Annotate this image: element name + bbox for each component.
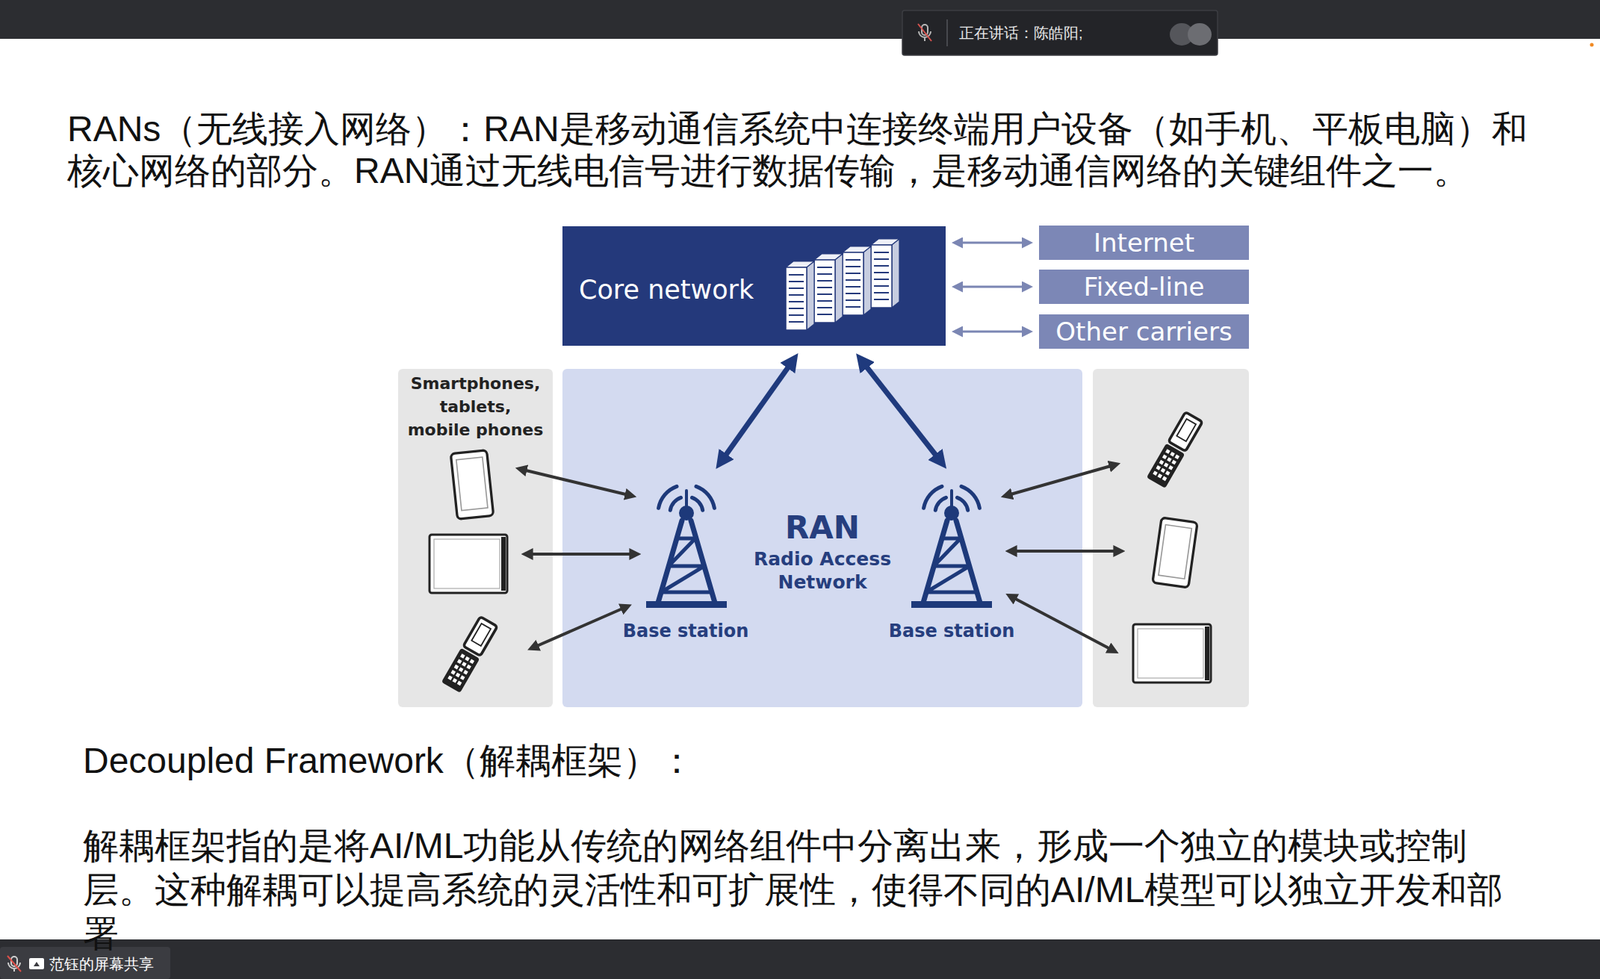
share-label-holder: 范钰的屏幕共享 xyxy=(49,955,154,974)
speaker-status: 正在讲话：陈皓阳; xyxy=(959,23,1084,42)
station-label: Base station xyxy=(888,619,1016,643)
network-box: Other carriers xyxy=(1039,314,1249,349)
speaker-status-holder: 正在讲话：陈皓阳; xyxy=(959,23,1084,42)
link-arrow xyxy=(956,330,1029,334)
radio-link xyxy=(519,469,632,496)
device-panel xyxy=(1092,369,1249,708)
radio-link xyxy=(1005,464,1116,496)
bottom-bar xyxy=(0,939,1600,979)
network-box: Fixed-line xyxy=(1039,269,1249,305)
tablet-icon xyxy=(429,534,508,594)
panel-title: RAN xyxy=(562,508,1083,548)
link-arrow xyxy=(956,242,1029,245)
status-dot xyxy=(1590,43,1595,48)
base-station: Base station xyxy=(618,463,753,647)
base-station: Base station xyxy=(884,463,1019,647)
section-heading: Decoupled Framework（解耦框架）： xyxy=(82,740,695,783)
top-bar xyxy=(0,0,1600,39)
tower-icon xyxy=(646,486,727,609)
ran-panel: RANRadio Access NetworkBase station Base … xyxy=(562,369,1083,708)
tower-icon xyxy=(911,486,992,609)
intro-paragraph-holder: RANs（无线接入网络）：RAN是移动通信系统中连接终端用户设备（如手机、平板电… xyxy=(67,108,1543,192)
section-heading-holder: Decoupled Framework（解耦框架）： xyxy=(82,740,695,783)
speaker-panel xyxy=(902,10,1218,56)
box-title: Internet xyxy=(1093,227,1195,258)
radio-links xyxy=(519,464,1121,652)
mic-off-icon xyxy=(7,956,21,972)
separator xyxy=(946,19,948,47)
station-label: Base station xyxy=(622,619,750,643)
device-panel: Smartphones, tablets, mobile phones xyxy=(398,369,553,708)
tablet-icon xyxy=(1133,624,1211,683)
radio-link xyxy=(531,606,628,649)
mobile-phone-icon xyxy=(441,616,499,694)
intro-paragraph: RANs（无线接入网络）：RAN是移动通信系统中连接终端用户设备（如手机、平板电… xyxy=(67,108,1543,192)
backhaul-arrow xyxy=(860,359,942,464)
box-title: Fixed-line xyxy=(1083,271,1205,302)
body-paragraph: 解耦框架指的是将AI/ML功能从传统的网络组件中分离出来，形成一个独立的模块或控… xyxy=(82,823,1525,957)
panel-subtitle: Radio Access Network xyxy=(736,547,909,594)
panel-title: Smartphones, tablets, mobile phones xyxy=(406,371,545,442)
core-network-box: Core network xyxy=(562,226,946,346)
smartphone-icon xyxy=(1152,517,1198,588)
server-icon xyxy=(785,239,900,331)
mic-off-icon xyxy=(918,23,932,42)
box-title: Other carriers xyxy=(1055,316,1232,347)
backhaul-arrow xyxy=(720,359,795,464)
smartphone-icon xyxy=(450,450,493,520)
network-box: Internet xyxy=(1039,225,1249,260)
mobile-phone-icon xyxy=(1146,411,1204,489)
body-paragraph-holder: 解耦框架指的是将AI/ML功能从传统的网络组件中分离出来，形成一个独立的模块或控… xyxy=(82,823,1525,957)
radio-link xyxy=(1009,596,1115,652)
screen-share-icon xyxy=(29,958,45,970)
radio-link xyxy=(525,552,637,556)
box-title: Core network xyxy=(578,274,754,305)
video-thumbnail xyxy=(1169,23,1212,46)
share-label: 范钰的屏幕共享 xyxy=(49,955,154,974)
radio-link xyxy=(1009,549,1121,553)
link-arrow xyxy=(956,286,1029,289)
